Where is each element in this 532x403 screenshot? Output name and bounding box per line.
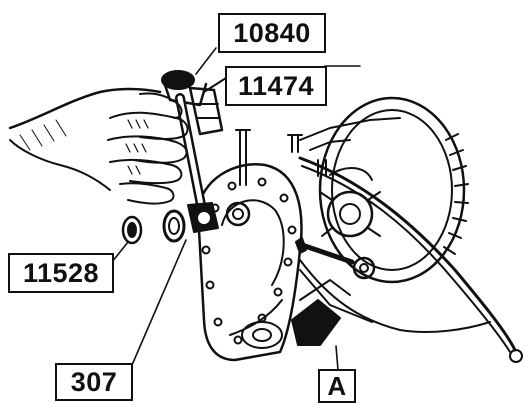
leader-lines <box>111 47 361 371</box>
timing-cover-plate <box>196 129 376 362</box>
puller-tool <box>161 70 227 233</box>
label-tool-11474: 11474 <box>225 66 327 106</box>
hand <box>8 87 189 205</box>
seal-parts <box>121 209 186 245</box>
label-part-307: 307 <box>55 363 133 401</box>
label-tool-10840: 10840 <box>218 13 326 53</box>
engine-block <box>287 96 523 363</box>
label-tool-11528: 11528 <box>8 253 114 293</box>
label-mark-a: A <box>318 369 356 403</box>
